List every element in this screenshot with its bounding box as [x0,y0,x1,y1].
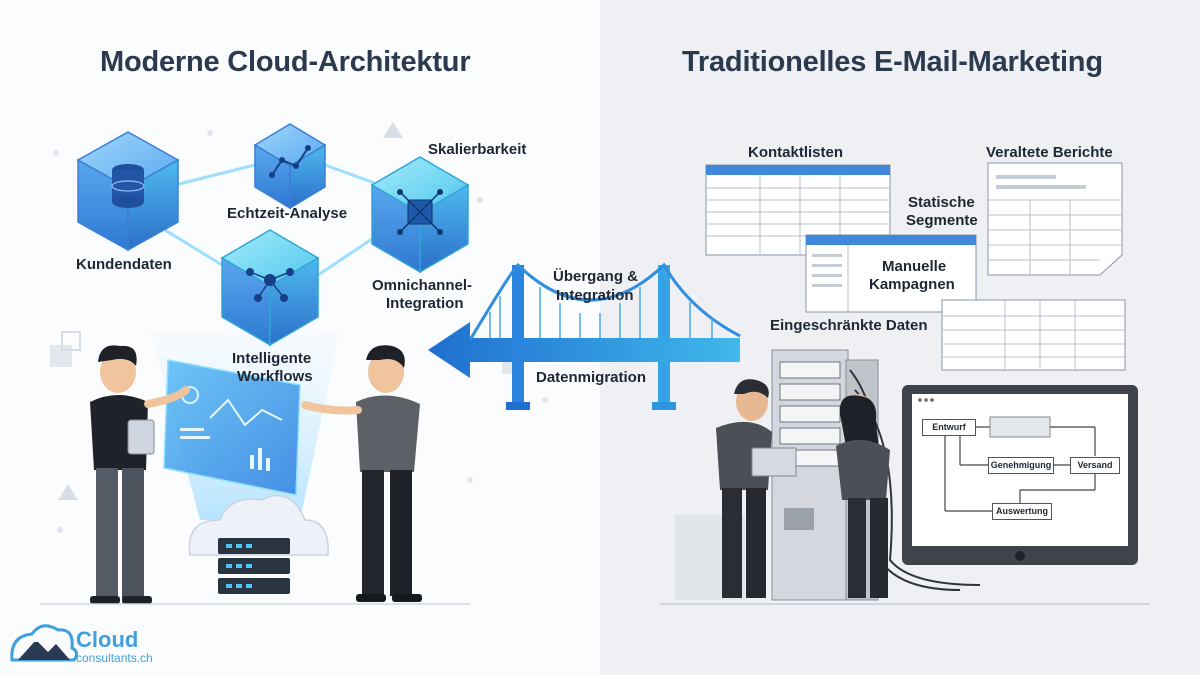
bridge-label-line2: Integration [556,287,634,304]
omnichannel-label-line2: Integration [386,295,464,312]
person-with-tablet [90,345,190,604]
cloud-logo-icon [10,624,79,662]
person-with-laptop [716,379,797,598]
logo-name: Cloud [76,627,139,652]
static-segments-label-line1: Statische [908,194,975,211]
flow-node-approval: Genehmigung [988,457,1054,474]
limited-data-label: Eingeschränkte Daten [770,317,928,334]
omnichannel-label-line1: Omnichannel- [372,277,473,294]
bridge-arrow-icon [428,262,741,410]
cloud-architecture-title: Moderne Cloud-Architektur [100,46,471,78]
realtime-analytics-label: Echtzeit-Analyse [227,205,348,222]
person-presenting [301,345,422,602]
monitor-flowchart [902,385,1138,565]
outdated-reports-label: Veraltete Berichte [986,144,1113,161]
manual-campaign-window [805,234,977,313]
workflows-label-line1: Intelligente [232,350,312,367]
connection-lines [164,163,381,277]
scalability-label: Skalierbarkeit [428,141,527,158]
traditional-marketing-title: Traditionelles E-Mail-Marketing [682,46,1103,78]
manual-campaigns-label-line1: Manuelle [882,258,947,275]
logo-domain: consultants.ch [76,651,153,665]
customer-data-label: Kundendaten [76,256,172,273]
flow-node-draft: Entwurf [922,419,976,436]
person-at-server [836,394,890,598]
flow-node-evaluation: Auswertung [992,503,1052,520]
database-cube-icon [76,131,180,252]
cloud-server-icon [188,494,329,594]
data-migration-label: Datenmigration [536,369,647,386]
analytics-cube-icon [253,123,327,210]
contact-lists-label: Kontaktlisten [748,144,844,161]
holographic-dashboard-screen [163,359,301,496]
static-segments-label-line2: Segmente [906,212,978,229]
bridge-label-line1: Übergang & [553,268,639,285]
scalability-cube-icon [370,156,470,274]
manual-campaigns-label-line2: Kampagnen [869,276,955,293]
workflows-label-line2: Workflows [237,368,313,385]
outdated-report-document [987,162,1123,276]
workflow-cube-icon [220,229,320,347]
limited-data-document [941,299,1126,371]
flow-node-send: Versand [1070,457,1120,474]
